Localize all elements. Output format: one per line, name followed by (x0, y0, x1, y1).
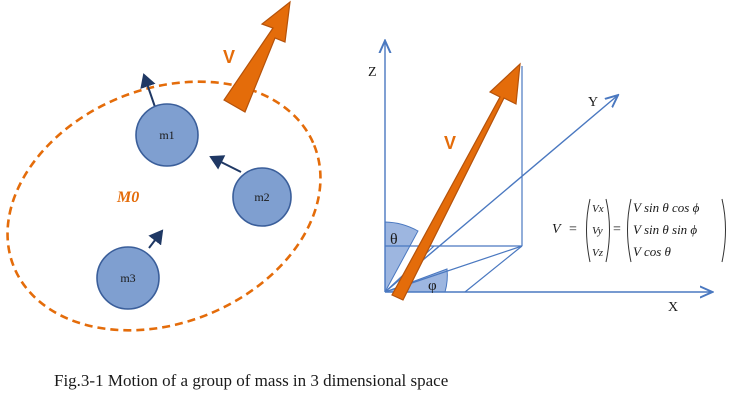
expression-vx: V sin θ cos ϕ (633, 200, 700, 215)
mass-m3-label: m3 (120, 271, 135, 285)
velocity-vector-arrow (391, 62, 521, 301)
group-velocity-label: V (223, 47, 235, 67)
m1-velocity-arrow (140, 73, 156, 108)
expression-bracket-left (627, 198, 632, 263)
y-axis-label: Y (588, 95, 598, 110)
phi-label: φ (428, 278, 437, 294)
group-velocity-arrow (223, 0, 291, 113)
theta-label: θ (390, 231, 398, 248)
expression-vy: V sin θ sin ϕ (633, 222, 697, 237)
mass-m1 (135, 103, 199, 167)
left-panel: V M0 m1 m2 m3 (6, 0, 322, 332)
velocity-equation: V = Vx Vy Vz = V sin θ cos ϕ V sin θ sin… (552, 198, 726, 263)
z-axis-label: Z (368, 65, 377, 80)
mass-m3 (96, 246, 160, 310)
x-axis-label: X (668, 300, 678, 315)
figure-caption: Fig.3-1 Motion of a group of mass in 3 d… (54, 371, 448, 390)
mass-m2 (232, 167, 292, 227)
group-mass-label: M0 (116, 189, 139, 206)
m2-velocity-arrow (209, 155, 242, 173)
expression-bracket-right (721, 198, 726, 263)
expression-vz: V cos θ (633, 244, 672, 259)
component-vz: Vz (592, 247, 604, 259)
velocity-vector-label: V (444, 133, 456, 153)
mass-m2-label: m2 (254, 190, 269, 204)
m3-velocity-arrow (148, 229, 164, 249)
component-vy: Vy (592, 225, 603, 237)
component-vx: Vx (592, 203, 604, 215)
component-bracket-right (605, 198, 610, 263)
group-boundary (6, 80, 322, 332)
equation-equals-1: = (569, 222, 577, 237)
mass-m1-label: m1 (159, 128, 174, 142)
right-panel: Z Y X V θ φ (368, 42, 711, 315)
equation-lhs: V (552, 222, 562, 237)
component-bracket-left (586, 198, 591, 263)
equation-equals-2: = (613, 222, 621, 237)
